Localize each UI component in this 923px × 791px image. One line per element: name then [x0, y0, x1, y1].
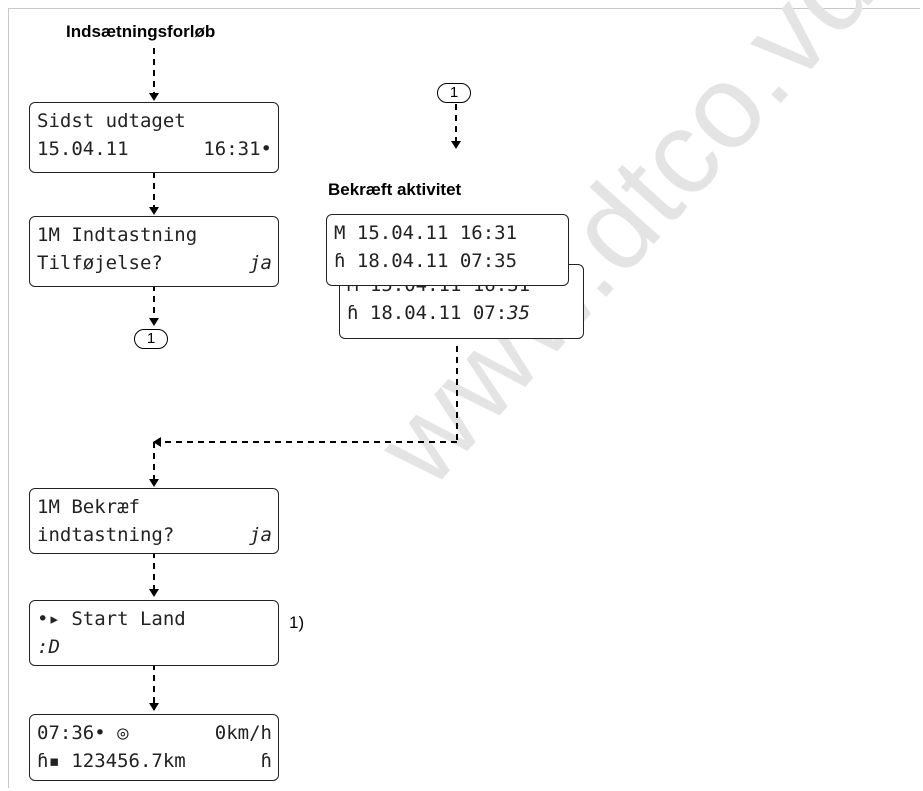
lcd-country: :D	[37, 636, 60, 658]
lcd-odometer: ɦ▪ 123456.7km	[37, 750, 186, 772]
lcd-blinking-value: 35	[507, 302, 531, 324]
entry-sequence-heading: Indsætningsforløb	[66, 22, 216, 41]
confirm-activity-heading: Bekræft aktivitet	[328, 180, 462, 199]
diagram-frame	[8, 8, 920, 788]
lcd-line: ɦ 18.04.11 07:35	[334, 250, 518, 272]
lcd-line: 1M Indtastning	[37, 224, 198, 246]
connector-marker-bottom: 1	[134, 329, 168, 349]
lcd-time: 07:36• ◎	[37, 722, 129, 744]
confirm-entry-screen: 1M Bekræf indtastning? ja	[29, 488, 279, 554]
standard-display-screen: 07:36• ◎ 0km/h ɦ▪ 123456.7km ɦ	[29, 714, 279, 781]
lcd-speed: 0km/h	[214, 722, 272, 744]
lcd-prompt: indtastning?	[37, 524, 175, 546]
lcd-date: 15.04.11	[37, 138, 129, 160]
lcd-line: ɦ 18.04.11 07:	[347, 302, 508, 324]
lcd-line: Sidst udtaget	[37, 110, 186, 132]
manual-entry-screen: 1M Indtastning Tilføjelse? ja	[29, 216, 279, 287]
lcd-prompt: Tilføjelse?	[37, 252, 163, 274]
lcd-answer: ja	[249, 252, 272, 274]
connector-marker-top: 1	[437, 83, 471, 103]
lcd-line: 1M Bekræf	[37, 496, 140, 518]
last-removed-screen: Sidst udtaget 15.04.11 16:31•	[29, 102, 279, 173]
activity-screen-front: M 15.04.11 16:31 ɦ 18.04.11 07:35	[326, 214, 569, 286]
footnote-marker: 1)	[289, 613, 305, 632]
lcd-activity-symbol: ɦ	[260, 750, 272, 772]
lcd-line: M 15.04.11 16:31	[334, 222, 518, 244]
lcd-answer: ja	[249, 524, 272, 546]
start-country-screen: •▸ Start Land :D	[29, 600, 279, 666]
lcd-time: 16:31•	[203, 138, 272, 160]
lcd-line: •▸ Start Land	[37, 608, 186, 630]
